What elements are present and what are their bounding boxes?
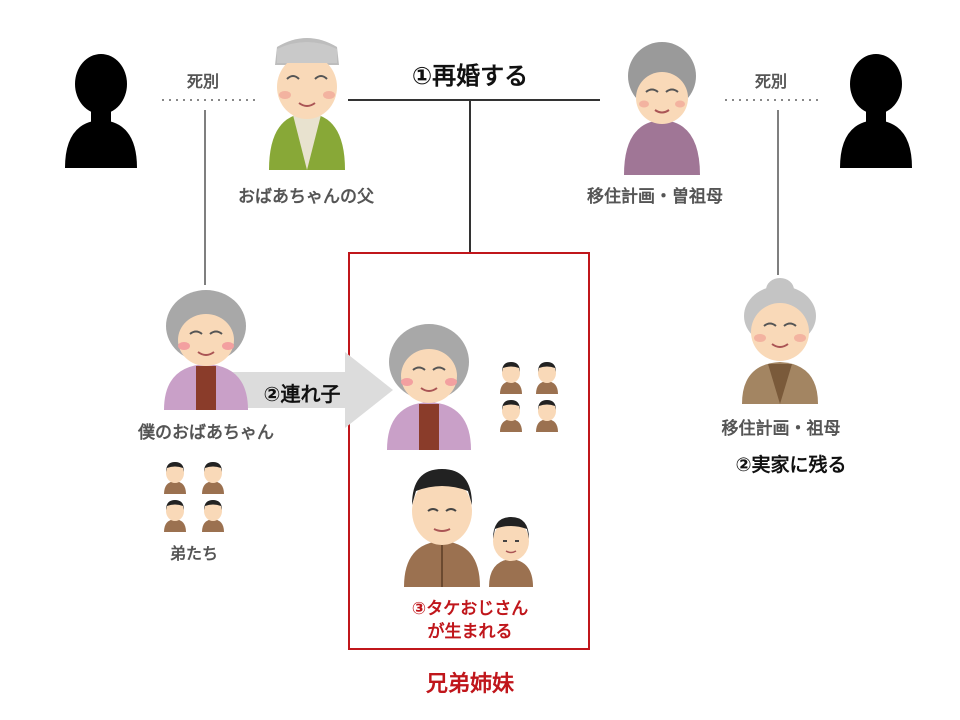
silhouette-icon — [65, 54, 137, 168]
boy-icon — [536, 400, 558, 432]
boy-icon — [489, 517, 533, 587]
boy-icon — [164, 500, 186, 532]
remarry-label: ①再婚する — [411, 62, 529, 90]
boy-icon — [536, 362, 558, 394]
boy-icon — [500, 400, 522, 432]
stepchild-label: ②連れ子 — [263, 382, 341, 406]
boy-icon — [202, 500, 224, 532]
boy-icon — [500, 362, 522, 394]
silhouette-icon — [840, 54, 912, 168]
deceased-label-right: 死別 — [754, 72, 787, 91]
my-grandma-label: 僕のおばあちゃん — [138, 423, 274, 443]
boy-icon — [164, 462, 186, 494]
deceased-label-left: 死別 — [186, 72, 219, 91]
great-grandfather-label: おばあちゃんの父 — [238, 187, 374, 207]
relocation-grandma-label: 移住計画・祖母 — [721, 419, 841, 439]
great-grandmother-label: 移住計画・曽祖母 — [587, 187, 723, 207]
take-uncle-label-line1: ③タケおじさん — [411, 599, 529, 619]
younger-brothers-label: 弟たち — [169, 544, 218, 563]
siblings-label: 兄弟姉妹 — [425, 672, 514, 697]
man-icon — [404, 469, 480, 587]
siblings-frame — [348, 252, 590, 650]
grandmother-icon — [387, 324, 471, 450]
old-woman-icon — [742, 278, 818, 404]
boy-icon — [202, 462, 224, 494]
stepchild-arrow — [205, 352, 393, 428]
stay-home-label: ②実家に残る — [735, 454, 847, 476]
grandfather-icon — [269, 38, 345, 170]
grandmother-icon — [164, 290, 248, 410]
take-uncle-label-line2: が生まれる — [427, 622, 513, 642]
grandmother-icon — [624, 42, 700, 175]
